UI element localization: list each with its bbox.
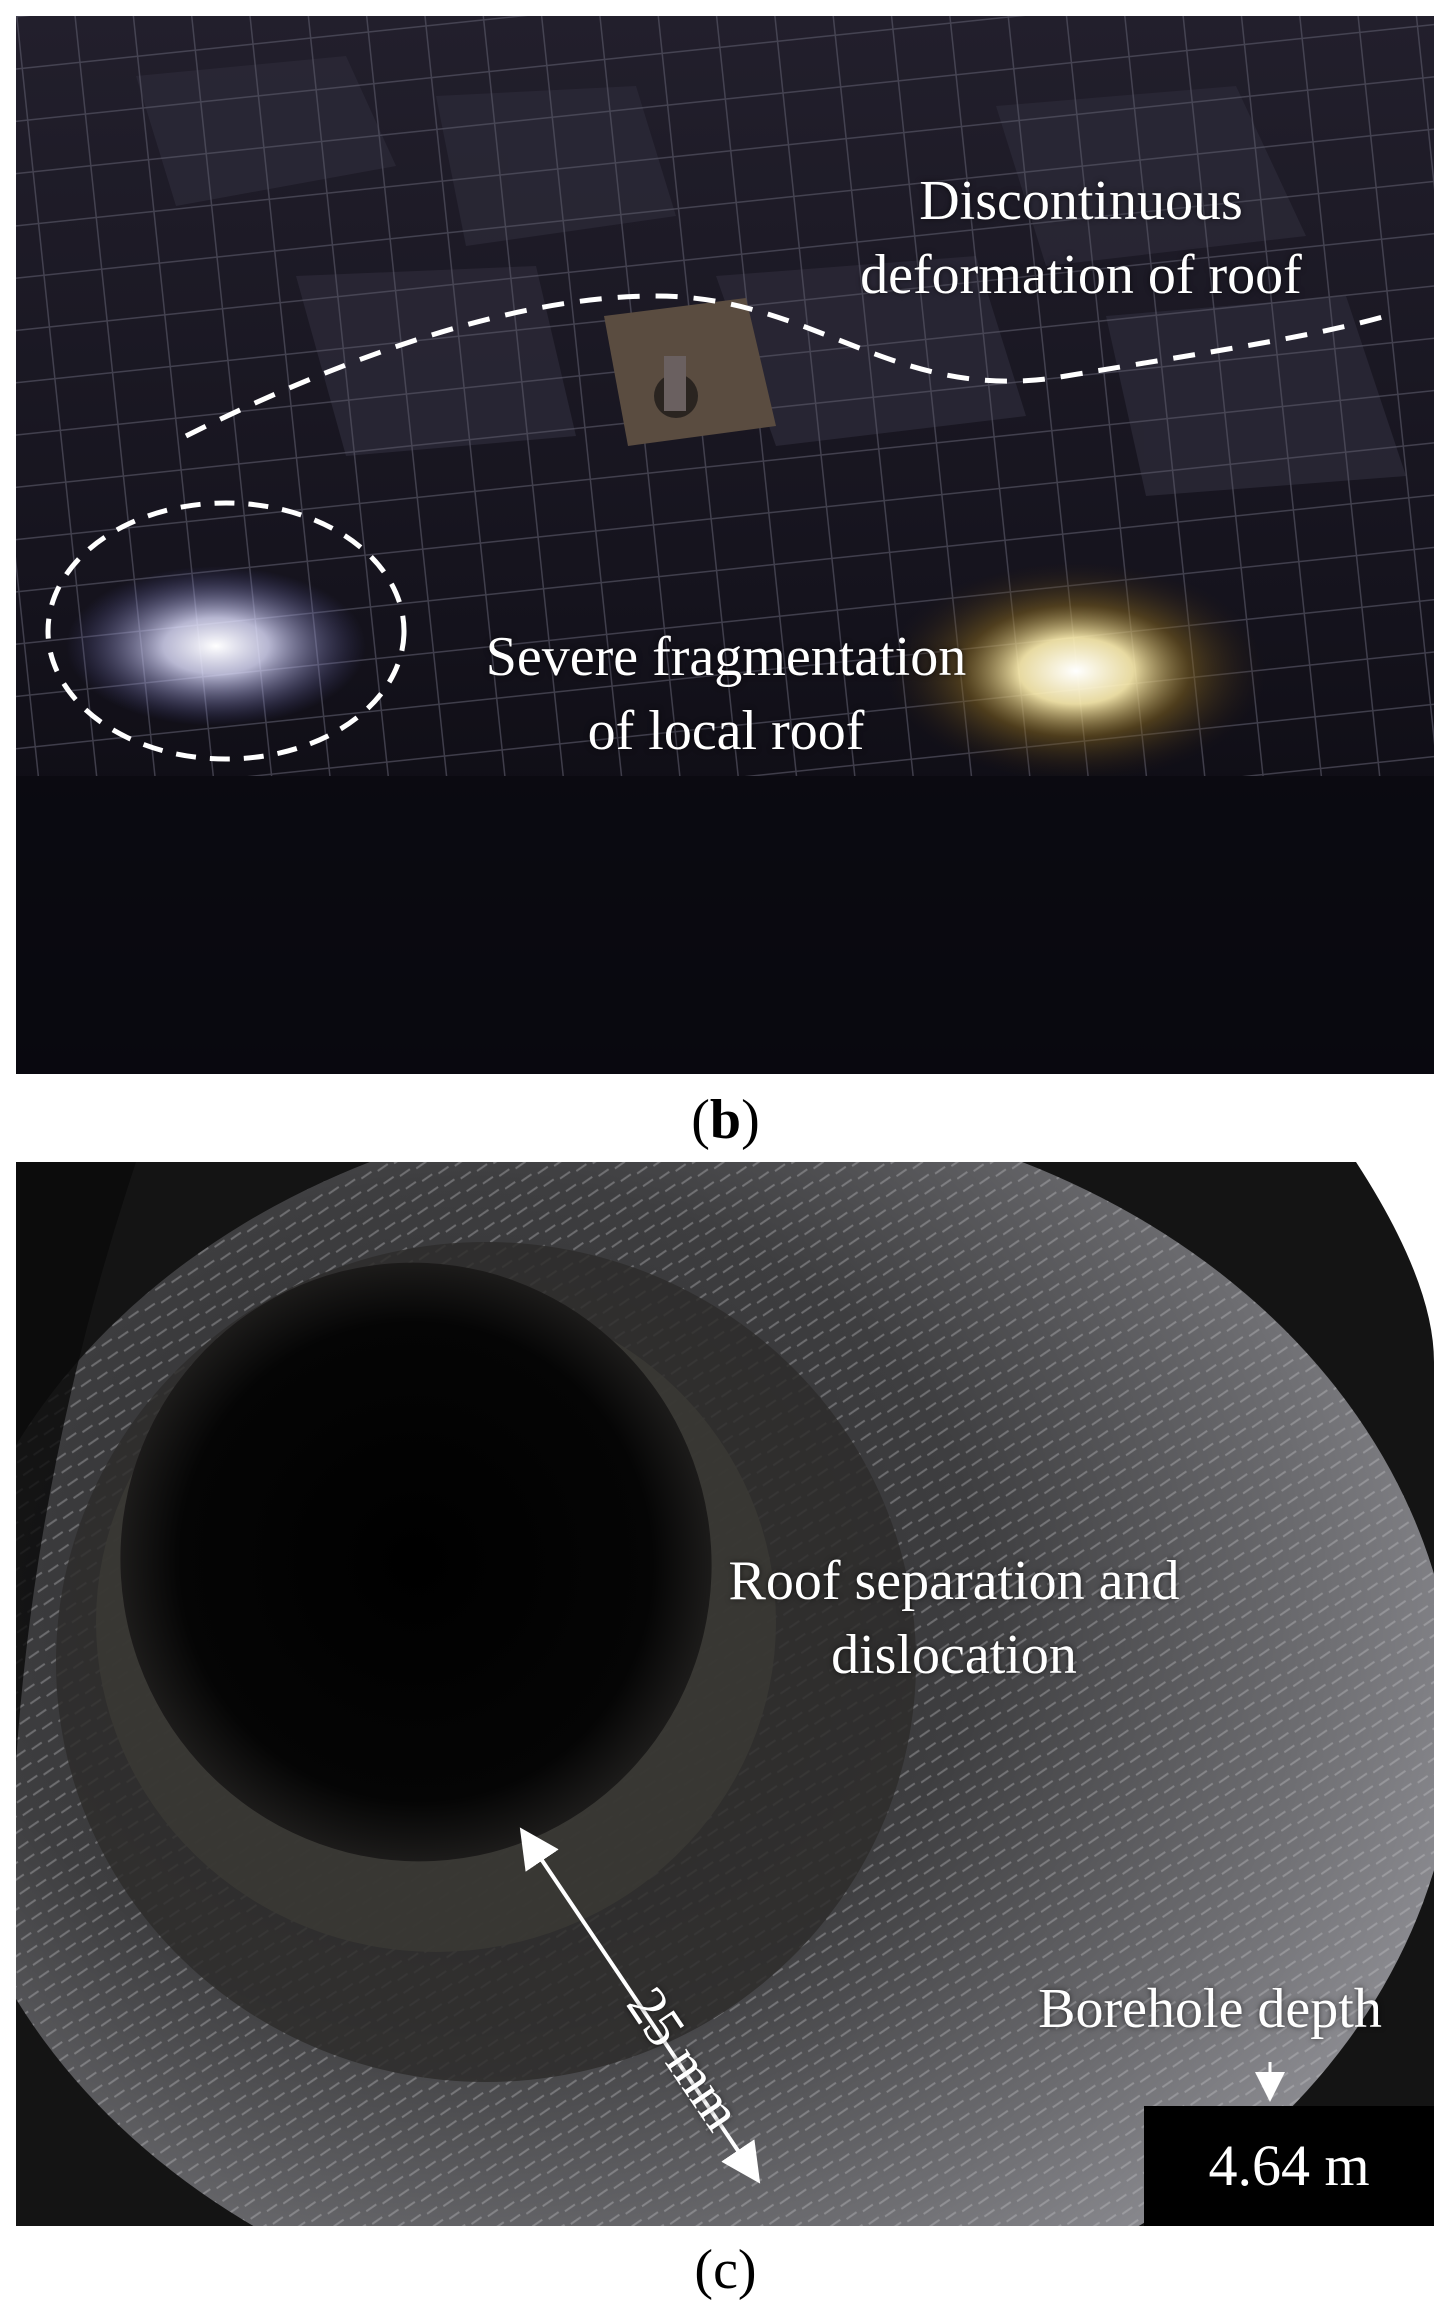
caption-b: (b) — [691, 1089, 760, 1151]
separation-label-line1: Roof separation and — [728, 1550, 1180, 1612]
deformation-label-line2: deformation of roof — [860, 244, 1302, 306]
fragmentation-label-line2: of local roof — [587, 700, 865, 762]
depth-value-box: 4.64 m — [1144, 2106, 1434, 2226]
roadway-roof-photo: Discontinuous deformation of roof Severe… — [16, 16, 1434, 1074]
fragmentation-label-line1: Severe fragmentation — [485, 626, 967, 688]
deformation-dashed-line — [184, 293, 1387, 439]
depth-label: Borehole depth — [1038, 1978, 1382, 2040]
borehole-camera-image: Roof separation and dislocation 25 mm Bo… — [16, 1162, 1434, 2226]
borehole-illustration — [16, 1162, 1434, 2226]
fragmentation-dashed-ellipse — [45, 500, 407, 762]
separation-label: Roof separation and dislocation — [624, 1544, 1284, 1692]
deformation-label: Discontinuous deformation of roof — [776, 164, 1386, 312]
deformation-label-line1: Discontinuous — [919, 170, 1243, 232]
caption-b-letter: b — [709, 1089, 742, 1151]
caption-c-letter: c — [713, 2239, 738, 2301]
roof-photo-illustration — [16, 16, 1434, 1074]
fragmentation-label: Severe fragmentation of local roof — [416, 620, 1036, 768]
separation-label-line2: dislocation — [831, 1624, 1077, 1686]
caption-c: (c) — [694, 2239, 757, 2301]
diameter-arrow — [519, 1827, 761, 2184]
